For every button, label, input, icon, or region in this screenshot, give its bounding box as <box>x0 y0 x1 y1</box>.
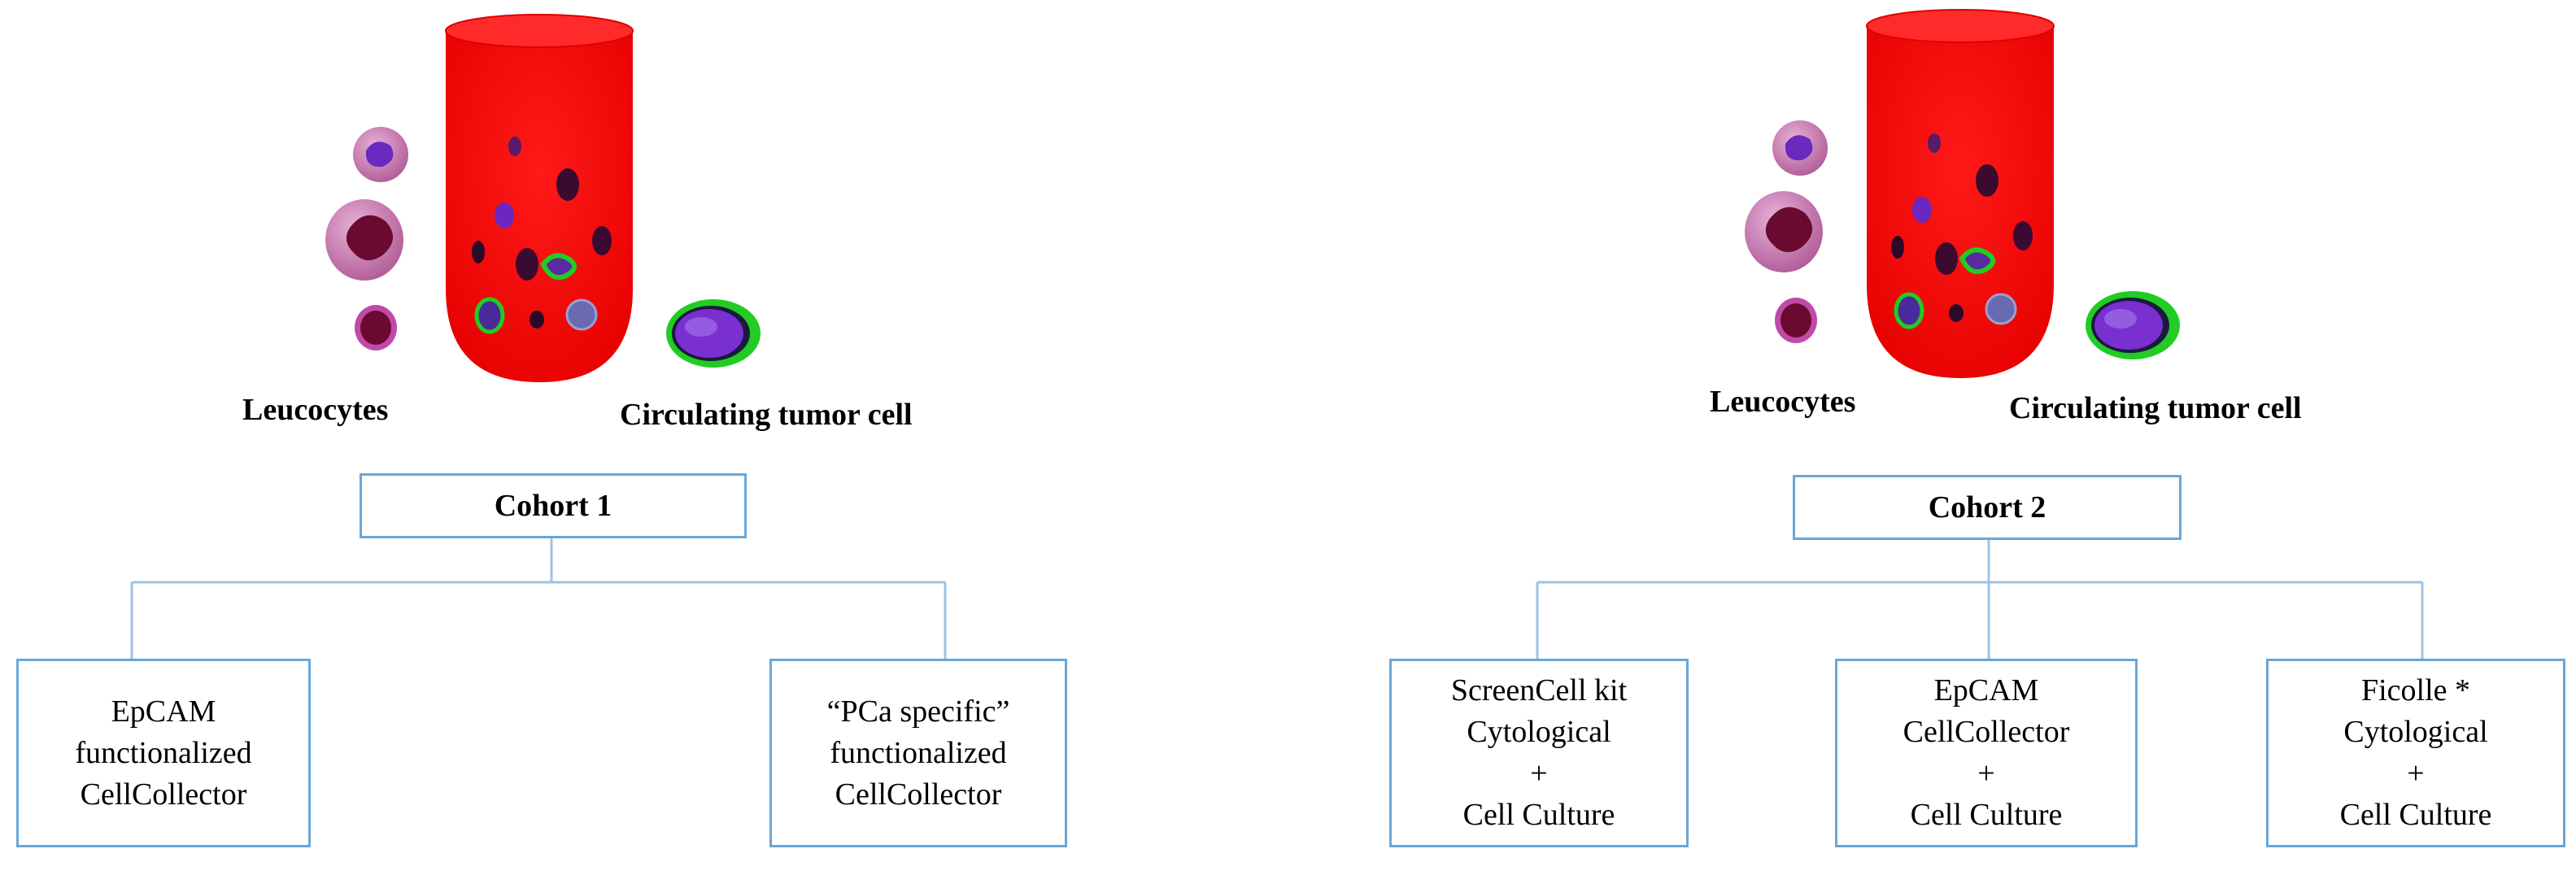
method-line: Cytological <box>2343 715 2488 749</box>
connectors-cohort-2 <box>1536 538 2424 659</box>
method-line: EpCAM <box>1933 673 2039 707</box>
method-box-pca-specific: “PCa specific” functionalized CellCollec… <box>769 659 1067 847</box>
vessel-cells-2 <box>1891 133 2033 329</box>
method-line: CellCollector <box>1903 715 2070 749</box>
leucocytes-illustration-1 <box>325 127 408 350</box>
method-line: Cell Culture <box>2339 798 2492 832</box>
method-line: CellCollector <box>80 777 247 812</box>
method-line: + <box>1530 756 1548 790</box>
method-line: “PCa specific” <box>826 694 1010 729</box>
method-line: Cell Culture <box>1910 798 2063 832</box>
method-line: functionalized <box>830 735 1007 770</box>
blood-vessel-2 <box>1866 9 2055 378</box>
method-line: CellCollector <box>835 777 1002 812</box>
method-line: + <box>1977 756 1995 790</box>
method-line: Cell Culture <box>1462 798 1615 832</box>
method-line: functionalized <box>75 735 252 770</box>
tumor-cell-illustration-2 <box>2086 291 2180 359</box>
method-box-epcam-cellcollector: EpCAM CellCollector + Cell Culture <box>1835 659 2138 847</box>
method-line: ScreenCell kit <box>1450 673 1628 707</box>
ctc-label-1: Circulating tumor cell <box>620 398 913 432</box>
method-line: EpCAM <box>111 694 216 729</box>
leucocytes-illustration-2 <box>1745 120 1828 343</box>
blood-vessel-1 <box>445 14 634 382</box>
leucocytes-label-2: Leucocytes <box>1710 385 1856 419</box>
cohort-1-box: Cohort 1 <box>360 473 747 538</box>
leucocytes-label-1: Leucocytes <box>242 393 389 427</box>
ctc-label-2: Circulating tumor cell <box>2009 391 2302 425</box>
method-box-epcam-functionalized: EpCAM functionalized CellCollector <box>16 659 311 847</box>
cohort-2-label: Cohort 2 <box>1928 490 2046 525</box>
method-line: Cytological <box>1467 715 1611 749</box>
tumor-cell-illustration-1 <box>666 299 761 368</box>
cohort-2-box: Cohort 2 <box>1793 475 2182 540</box>
vessel-cells-1 <box>472 137 612 334</box>
method-line: + <box>2407 756 2425 790</box>
method-box-ficolle: Ficolle * Cytological + Cell Culture <box>2266 659 2565 847</box>
connectors-cohort-1 <box>130 538 947 659</box>
method-box-screencell: ScreenCell kit Cytological + Cell Cultur… <box>1389 659 1689 847</box>
method-line: Ficolle * <box>2360 673 2471 707</box>
cohort-1-label: Cohort 1 <box>494 488 612 523</box>
